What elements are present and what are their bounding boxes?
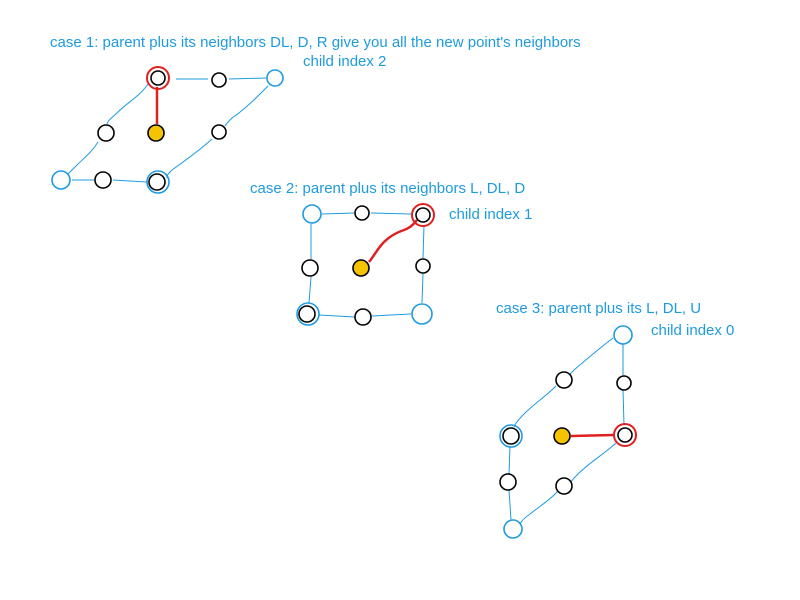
case3-node-lower-mid [555,477,573,495]
case3-node-upper-left [555,371,573,389]
case2-node-bottom-mid [354,308,372,326]
case1-outline-bottom-right [112,179,148,183]
case3-corner-top [613,325,633,345]
case2-outline-bottom-right [371,313,412,317]
case1-outline-top-right [228,77,267,80]
case1-outline-right-lower [166,138,213,179]
case2-outline-right-upper [422,224,425,259]
case3-node-left [502,427,520,445]
case3-node-left-ring [499,424,523,448]
case3-outline-left-bottom [508,489,512,521]
case1-corner-top-right [266,69,284,87]
case1-title: case 1: parent plus its neighbors DL, D,… [50,34,581,51]
case3-title: case 3: parent plus its L, DL, U [496,300,702,317]
case2-node-top-mid [354,205,370,221]
case2-outline-left-lower [308,276,312,304]
case1-node-top-mid [211,72,227,88]
case1-corner-bottom-left [51,170,71,190]
case2-parent-link [368,219,418,263]
case3-new-point [553,427,571,445]
case2-node-bottom-left [298,305,316,323]
case2-new-point [352,259,370,277]
case2-outline-top-left [321,212,355,215]
case2-child-index: child index 1 [449,206,533,223]
case2-parent-node [415,207,431,223]
case3-outline-right-upper [622,389,625,426]
case1-outline-left-upper [106,83,149,125]
case2-outline-right-lower [421,273,424,304]
case3-child-index: child index 0 [651,322,735,339]
case3-node-lower-left [499,473,517,491]
case3-parent-ring [613,423,637,447]
case2-corner-top-left [302,204,322,224]
case1-diagram [51,66,284,194]
case3-node-upper-right [616,375,632,391]
case2-node-bottom-left-ring [296,302,320,326]
case2-corner-bottom-right [411,303,433,325]
case1-node-bottom-mid [94,171,112,189]
case1-node-bottom-right-ring [146,170,170,194]
case2-outline-bottom-left [318,314,356,318]
case1-node-bottom-right [148,173,166,191]
case3-parent-node [617,427,633,443]
case1-parent-node [150,70,166,86]
case3-outline-top-left [567,337,614,379]
case1-new-point [147,124,165,142]
case1-outline-right-upper [224,85,269,127]
case2-node-left-mid [301,259,319,277]
case2-parent-ring [411,203,435,227]
case3-outline-left-upper [513,385,557,428]
case3-parent-link [570,433,615,438]
case1-node-left-mid [97,124,115,142]
case3-corner-bottom [503,519,523,539]
case1-child-index: child index 2 [303,53,387,70]
case1-node-right-mid [211,124,227,140]
case3-outline-left-lower [508,445,511,475]
case1-parent-ring [146,66,170,90]
case2-node-right-mid [415,258,431,274]
case3-outline-right-lower [570,442,617,483]
case2-title: case 2: parent plus its neighbors L, DL,… [250,180,526,197]
case3-diagram [499,325,637,539]
case2-diagram [296,203,435,326]
case2-outline-top-right [370,212,412,215]
case1-outline-left-lower [65,141,99,177]
case3-outline-bottom [519,490,559,525]
